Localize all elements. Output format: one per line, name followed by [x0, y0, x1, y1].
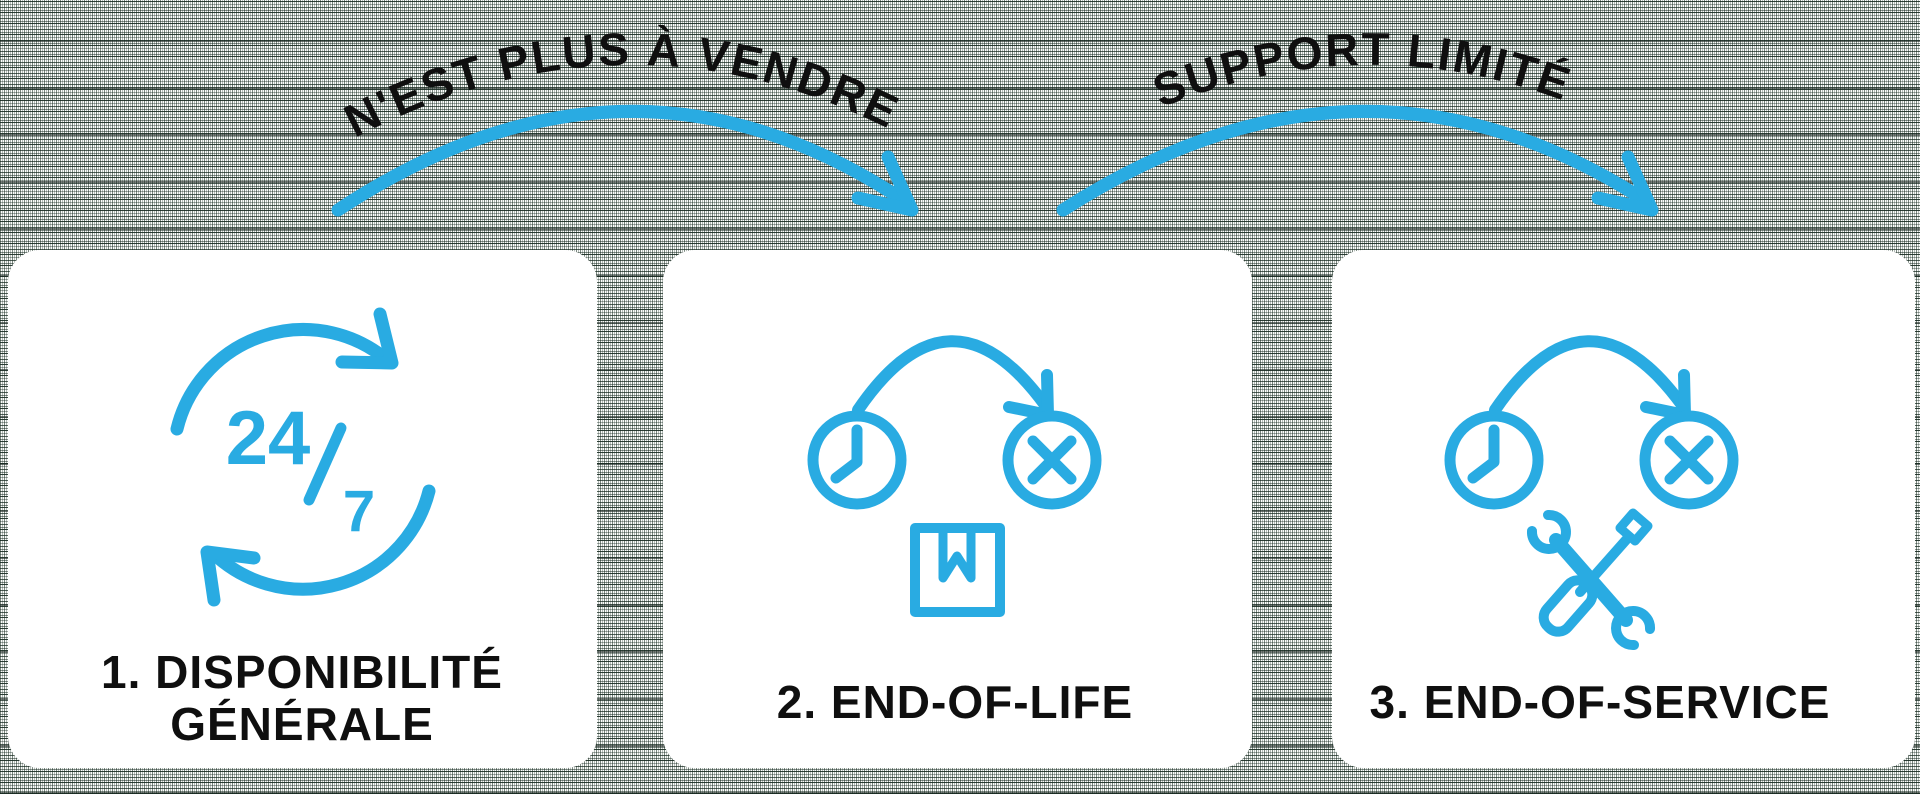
eos-arc-arrow [1489, 335, 1688, 416]
cancel-circle-icon [1002, 410, 1102, 510]
arrow-1-head-icon [851, 150, 919, 217]
stage-3-title: 3. END-OF-SERVICE [1370, 676, 1831, 728]
stage-1-title-line-1: 1. DISPONIBILITÉ [101, 646, 503, 698]
clock-hands [830, 424, 863, 484]
arrow-2-head-icon [1591, 150, 1659, 217]
arrow-2-label-text: SUPPORT LIMITÉ [1146, 23, 1576, 117]
clock-to-cancel-package-icon [807, 335, 1102, 617]
wrench-handle [1549, 533, 1633, 627]
package-ribbon [938, 525, 976, 583]
cycle-top-arc [170, 323, 394, 436]
availability-24-7-cycle-icon: 24 7 [170, 307, 436, 607]
arrow-1-curve [331, 105, 904, 217]
cycle-bottom-arc [206, 484, 436, 596]
7-days-text: 7 [343, 479, 375, 544]
arrow-1-label-text: N'EST PLUS À VENDRE [336, 23, 906, 147]
arrow-2-curve [1056, 105, 1645, 217]
package-box-icon [910, 523, 1005, 617]
card-end-of-life [663, 250, 1252, 768]
cancel-x-icon [1664, 435, 1714, 485]
eol-arc-arrow [852, 335, 1051, 416]
transition-arrows [331, 105, 1659, 217]
card-disponibilite-generale [8, 250, 597, 768]
arrow-1-label: N'EST PLUS À VENDRE [336, 23, 908, 147]
cycle-top-arrowhead-icon [335, 307, 399, 370]
arrow-2-label: SUPPORT LIMITÉ [1146, 23, 1578, 117]
clock-hands [1467, 424, 1500, 484]
24-7-slash [303, 422, 347, 506]
cancel-circle-icon [1639, 410, 1739, 510]
clock-icon [1444, 410, 1544, 510]
clock-icon [807, 410, 907, 510]
card-end-of-service [1332, 250, 1915, 768]
cycle-bottom-arrowhead-icon [200, 545, 261, 607]
stage-2-title: 2. END-OF-LIFE [777, 676, 1133, 728]
stage-1-title-line-2: GÉNÉRALE [170, 698, 434, 750]
screwdriver-tip-icon [1615, 508, 1653, 546]
clock-to-cancel-tools-icon [1444, 335, 1739, 650]
card-titles: 1. DISPONIBILITÉ GÉNÉRALE 2. END-OF-LIFE… [101, 646, 1831, 750]
cancel-x-icon [1027, 435, 1077, 485]
24-hours-text: 24 [226, 396, 311, 481]
